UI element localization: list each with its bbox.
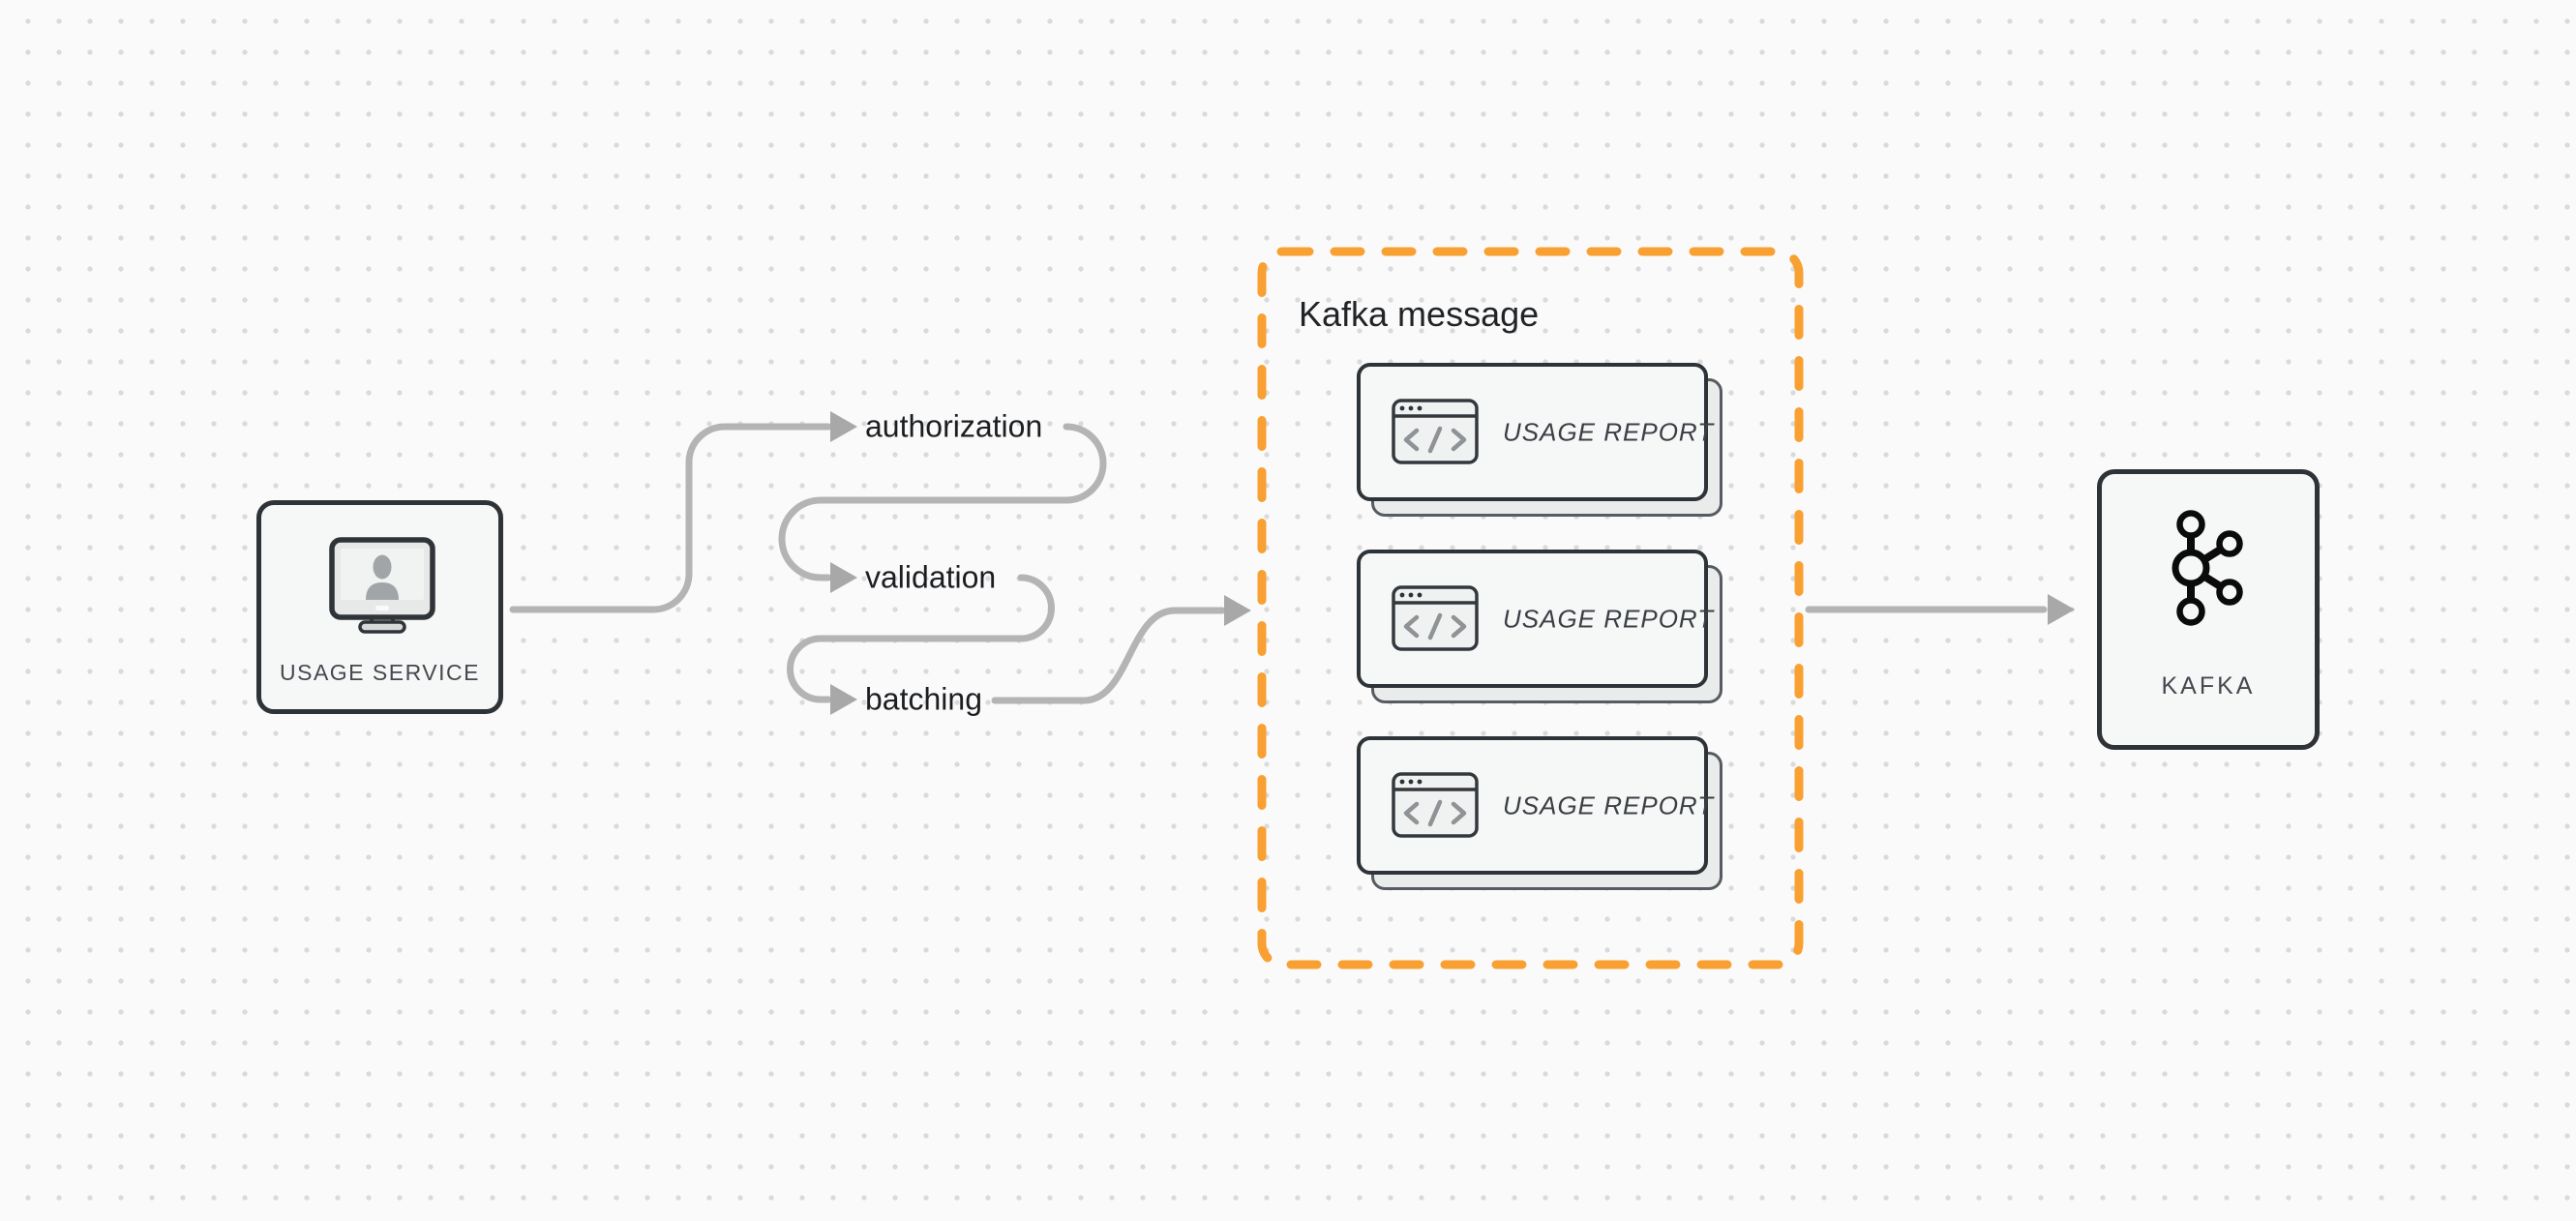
arrowhead-icon	[830, 684, 857, 715]
code-window-icon	[1392, 585, 1479, 651]
usage-service-label: USAGE SERVICE	[280, 660, 480, 685]
usage-report-label: USAGE REPORT	[1503, 790, 1715, 819]
kafka-logo-icon	[2172, 510, 2243, 626]
usage-report-label: USAGE REPORT	[1503, 604, 1715, 633]
arrowhead-icon	[830, 411, 857, 442]
kafka-message-group-title: Kafka message	[1299, 294, 1540, 334]
flow-step-validation: validation	[865, 559, 997, 595]
usage-report-card: USAGE REPORT	[1357, 550, 1724, 706]
arrowhead-icon	[830, 562, 857, 593]
code-window-icon	[1392, 772, 1479, 838]
arrowhead-icon	[2048, 594, 2075, 625]
usage-service-node: USAGE SERVICE	[256, 500, 503, 714]
code-window-icon	[1392, 399, 1479, 464]
user-monitor-icon	[329, 537, 435, 634]
flow-step-authorization: authorization	[865, 408, 1043, 444]
usage-report-card: USAGE REPORT	[1357, 363, 1724, 520]
usage-report-label: USAGE REPORT	[1503, 417, 1715, 446]
usage-report-card: USAGE REPORT	[1357, 736, 1724, 893]
flow-step-batching: batching	[865, 681, 982, 717]
connector-usage-service-to-authorization	[509, 423, 832, 613]
arrowhead-icon	[1224, 595, 1251, 626]
connector-authorization-to-validation	[778, 423, 1107, 581]
connector-batching-to-kafka-message	[991, 607, 1226, 704]
kafka-label: KAFKA	[2161, 672, 2256, 700]
connector-validation-to-batching	[787, 574, 1055, 703]
kafka-node: KAFKA	[2097, 469, 2320, 750]
